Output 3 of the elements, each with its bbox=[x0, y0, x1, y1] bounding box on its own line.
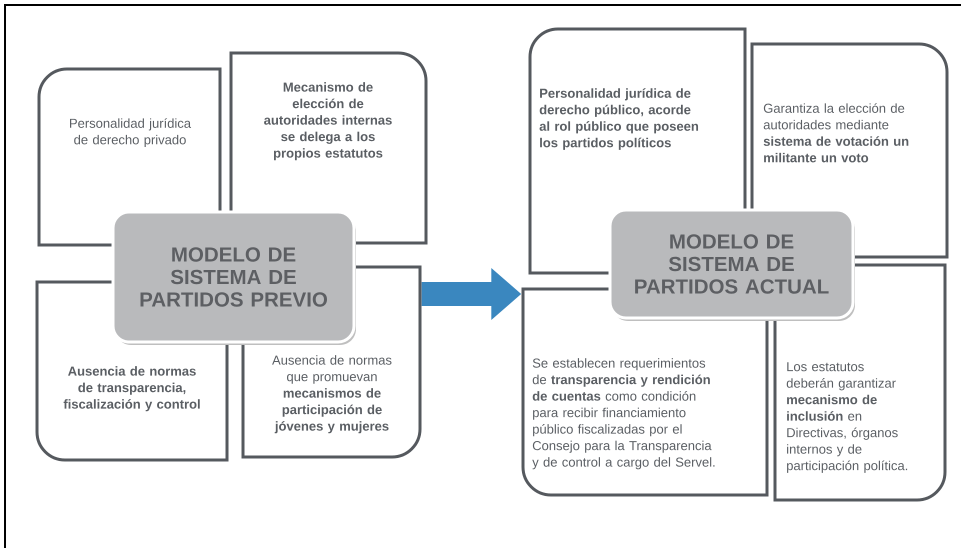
text-box: Mecanismo de elección de autoridades internas se delega a los propios estatutos bbox=[230, 52, 428, 244]
title-box: MODELO DE SISTEMA DE PARTIDOS ACTUAL bbox=[608, 208, 855, 321]
title-box: MODELO DE SISTEMA DE PARTIDOS PREVIO bbox=[112, 210, 356, 345]
